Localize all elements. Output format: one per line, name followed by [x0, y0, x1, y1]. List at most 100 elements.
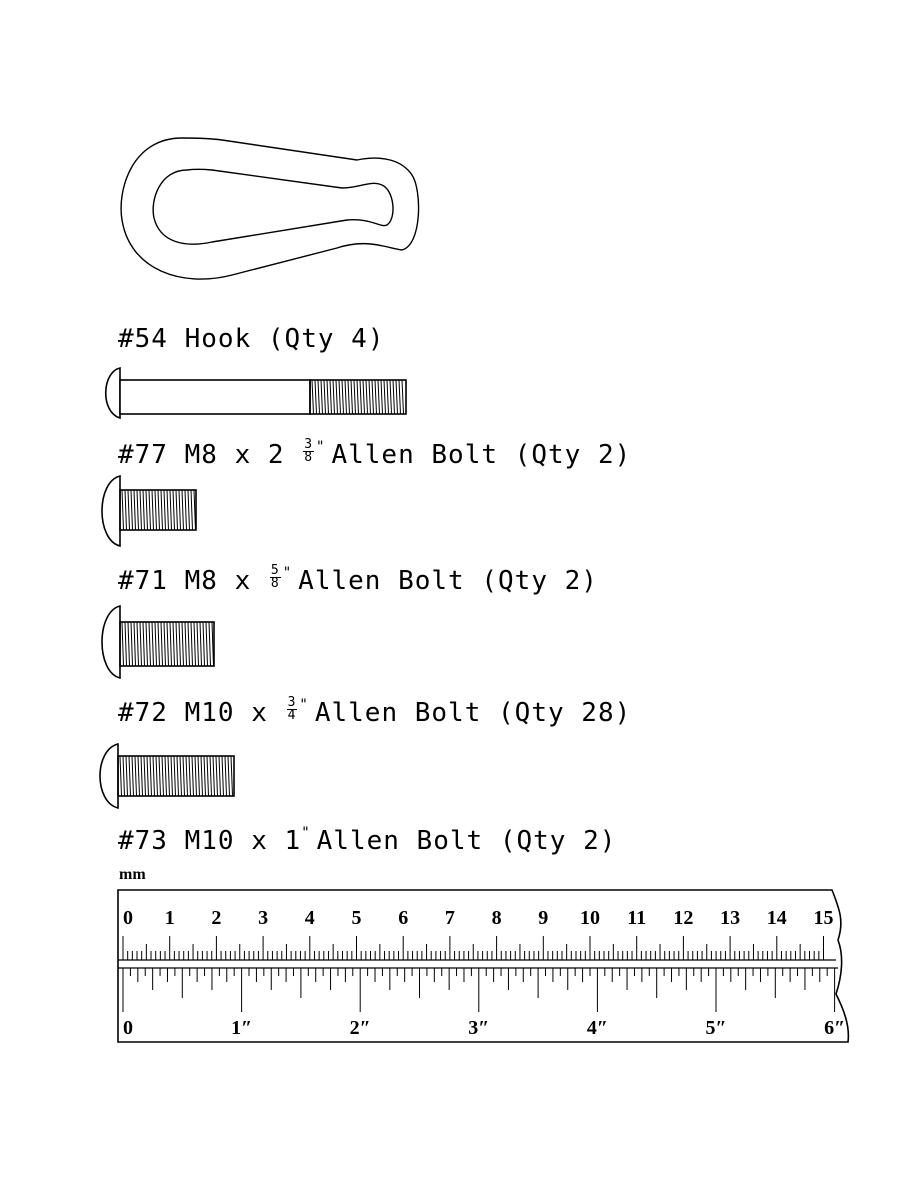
thread-line	[151, 621, 154, 667]
thread-line	[131, 755, 134, 797]
thread-line	[161, 755, 164, 797]
thread-line	[368, 379, 371, 415]
thread-line	[136, 621, 139, 667]
thread-line	[392, 379, 395, 415]
thread-line	[365, 379, 368, 415]
thread-line	[395, 379, 398, 415]
thread-line	[170, 755, 173, 797]
thread-line	[127, 489, 130, 531]
thread-line	[142, 489, 145, 531]
part-quantity: (Qty 2)	[514, 440, 632, 470]
thread-line	[350, 379, 353, 415]
thread-line	[188, 755, 191, 797]
thread-line	[178, 489, 181, 531]
thread-line	[377, 379, 380, 415]
part-description: Allen Bolt	[298, 566, 465, 596]
thread-line	[169, 621, 172, 667]
thread-line	[176, 755, 179, 797]
thread-line	[157, 621, 160, 667]
inch-label: 2″	[350, 1017, 371, 1039]
thread-line	[311, 379, 314, 415]
thread-line	[163, 621, 166, 667]
part-number: #54	[118, 324, 168, 354]
part-number: #73	[118, 826, 168, 856]
thread-line	[184, 621, 187, 667]
bolt-icon	[99, 742, 235, 810]
part-number: #77	[118, 440, 168, 470]
part-number: #72	[118, 698, 168, 728]
cm-label: 7	[445, 907, 455, 929]
thread-line	[133, 621, 136, 667]
thread-line	[190, 621, 193, 667]
thread-line	[157, 489, 160, 531]
thread-line	[386, 379, 389, 415]
thread-line	[323, 379, 326, 415]
thread-line	[164, 755, 167, 797]
cm-label: 15	[814, 907, 834, 929]
thread-line	[158, 755, 161, 797]
thread-line	[329, 379, 332, 415]
thread-line	[209, 755, 212, 797]
thread-line	[130, 489, 133, 531]
cm-label: 1	[165, 907, 175, 929]
thread-line	[136, 489, 139, 531]
inch-label: 1″	[231, 1017, 252, 1039]
thread-line	[230, 755, 233, 797]
thread-line	[142, 621, 145, 667]
thread-line	[191, 755, 194, 797]
thread-line	[140, 755, 143, 797]
thread-line	[181, 621, 184, 667]
thread-line	[172, 621, 175, 667]
thread-line	[122, 755, 125, 797]
cm-label: 13	[720, 907, 740, 929]
thread-line	[187, 621, 190, 667]
part-quantity: (Qty 28)	[498, 698, 632, 728]
thread-line	[314, 379, 317, 415]
medium-bolt-icon	[101, 604, 215, 680]
thread-line	[139, 621, 142, 667]
thread-line	[172, 489, 175, 531]
thread-line	[179, 755, 182, 797]
thread-line	[124, 489, 127, 531]
thread-line	[190, 489, 193, 531]
thread-line	[205, 621, 208, 667]
thread-line	[178, 621, 181, 667]
cm-label: 2	[211, 907, 221, 929]
thread-line	[218, 755, 221, 797]
thread-line	[148, 621, 151, 667]
thread-line	[139, 489, 142, 531]
part-54-caption: #54 Hook (Qty 4)	[118, 326, 384, 352]
part-quantity: (Qty 4)	[267, 324, 385, 354]
inch-mark: "	[299, 697, 309, 714]
thread-line	[194, 755, 197, 797]
thread-line	[347, 379, 350, 415]
thread-line	[143, 755, 146, 797]
thread-line	[362, 379, 365, 415]
thread-line	[125, 755, 128, 797]
cm-label: 4	[305, 907, 315, 929]
thread-line	[163, 489, 166, 531]
thread-line	[121, 621, 124, 667]
thread-line	[227, 755, 230, 797]
thread-line	[356, 379, 359, 415]
cm-label: 10	[580, 907, 600, 929]
thread-line	[146, 755, 149, 797]
thread-line	[215, 755, 218, 797]
thread-line	[145, 621, 148, 667]
thread-line	[175, 489, 178, 531]
thread-line	[401, 379, 404, 415]
thread-line	[151, 489, 154, 531]
thread-line	[335, 379, 338, 415]
thread-line	[185, 755, 188, 797]
cm-label: 6	[398, 907, 408, 929]
inch-label: 3″	[468, 1017, 489, 1039]
thread-line	[167, 755, 170, 797]
thread-line	[148, 489, 151, 531]
cm-label: 11	[627, 907, 646, 929]
thread-line	[374, 379, 377, 415]
